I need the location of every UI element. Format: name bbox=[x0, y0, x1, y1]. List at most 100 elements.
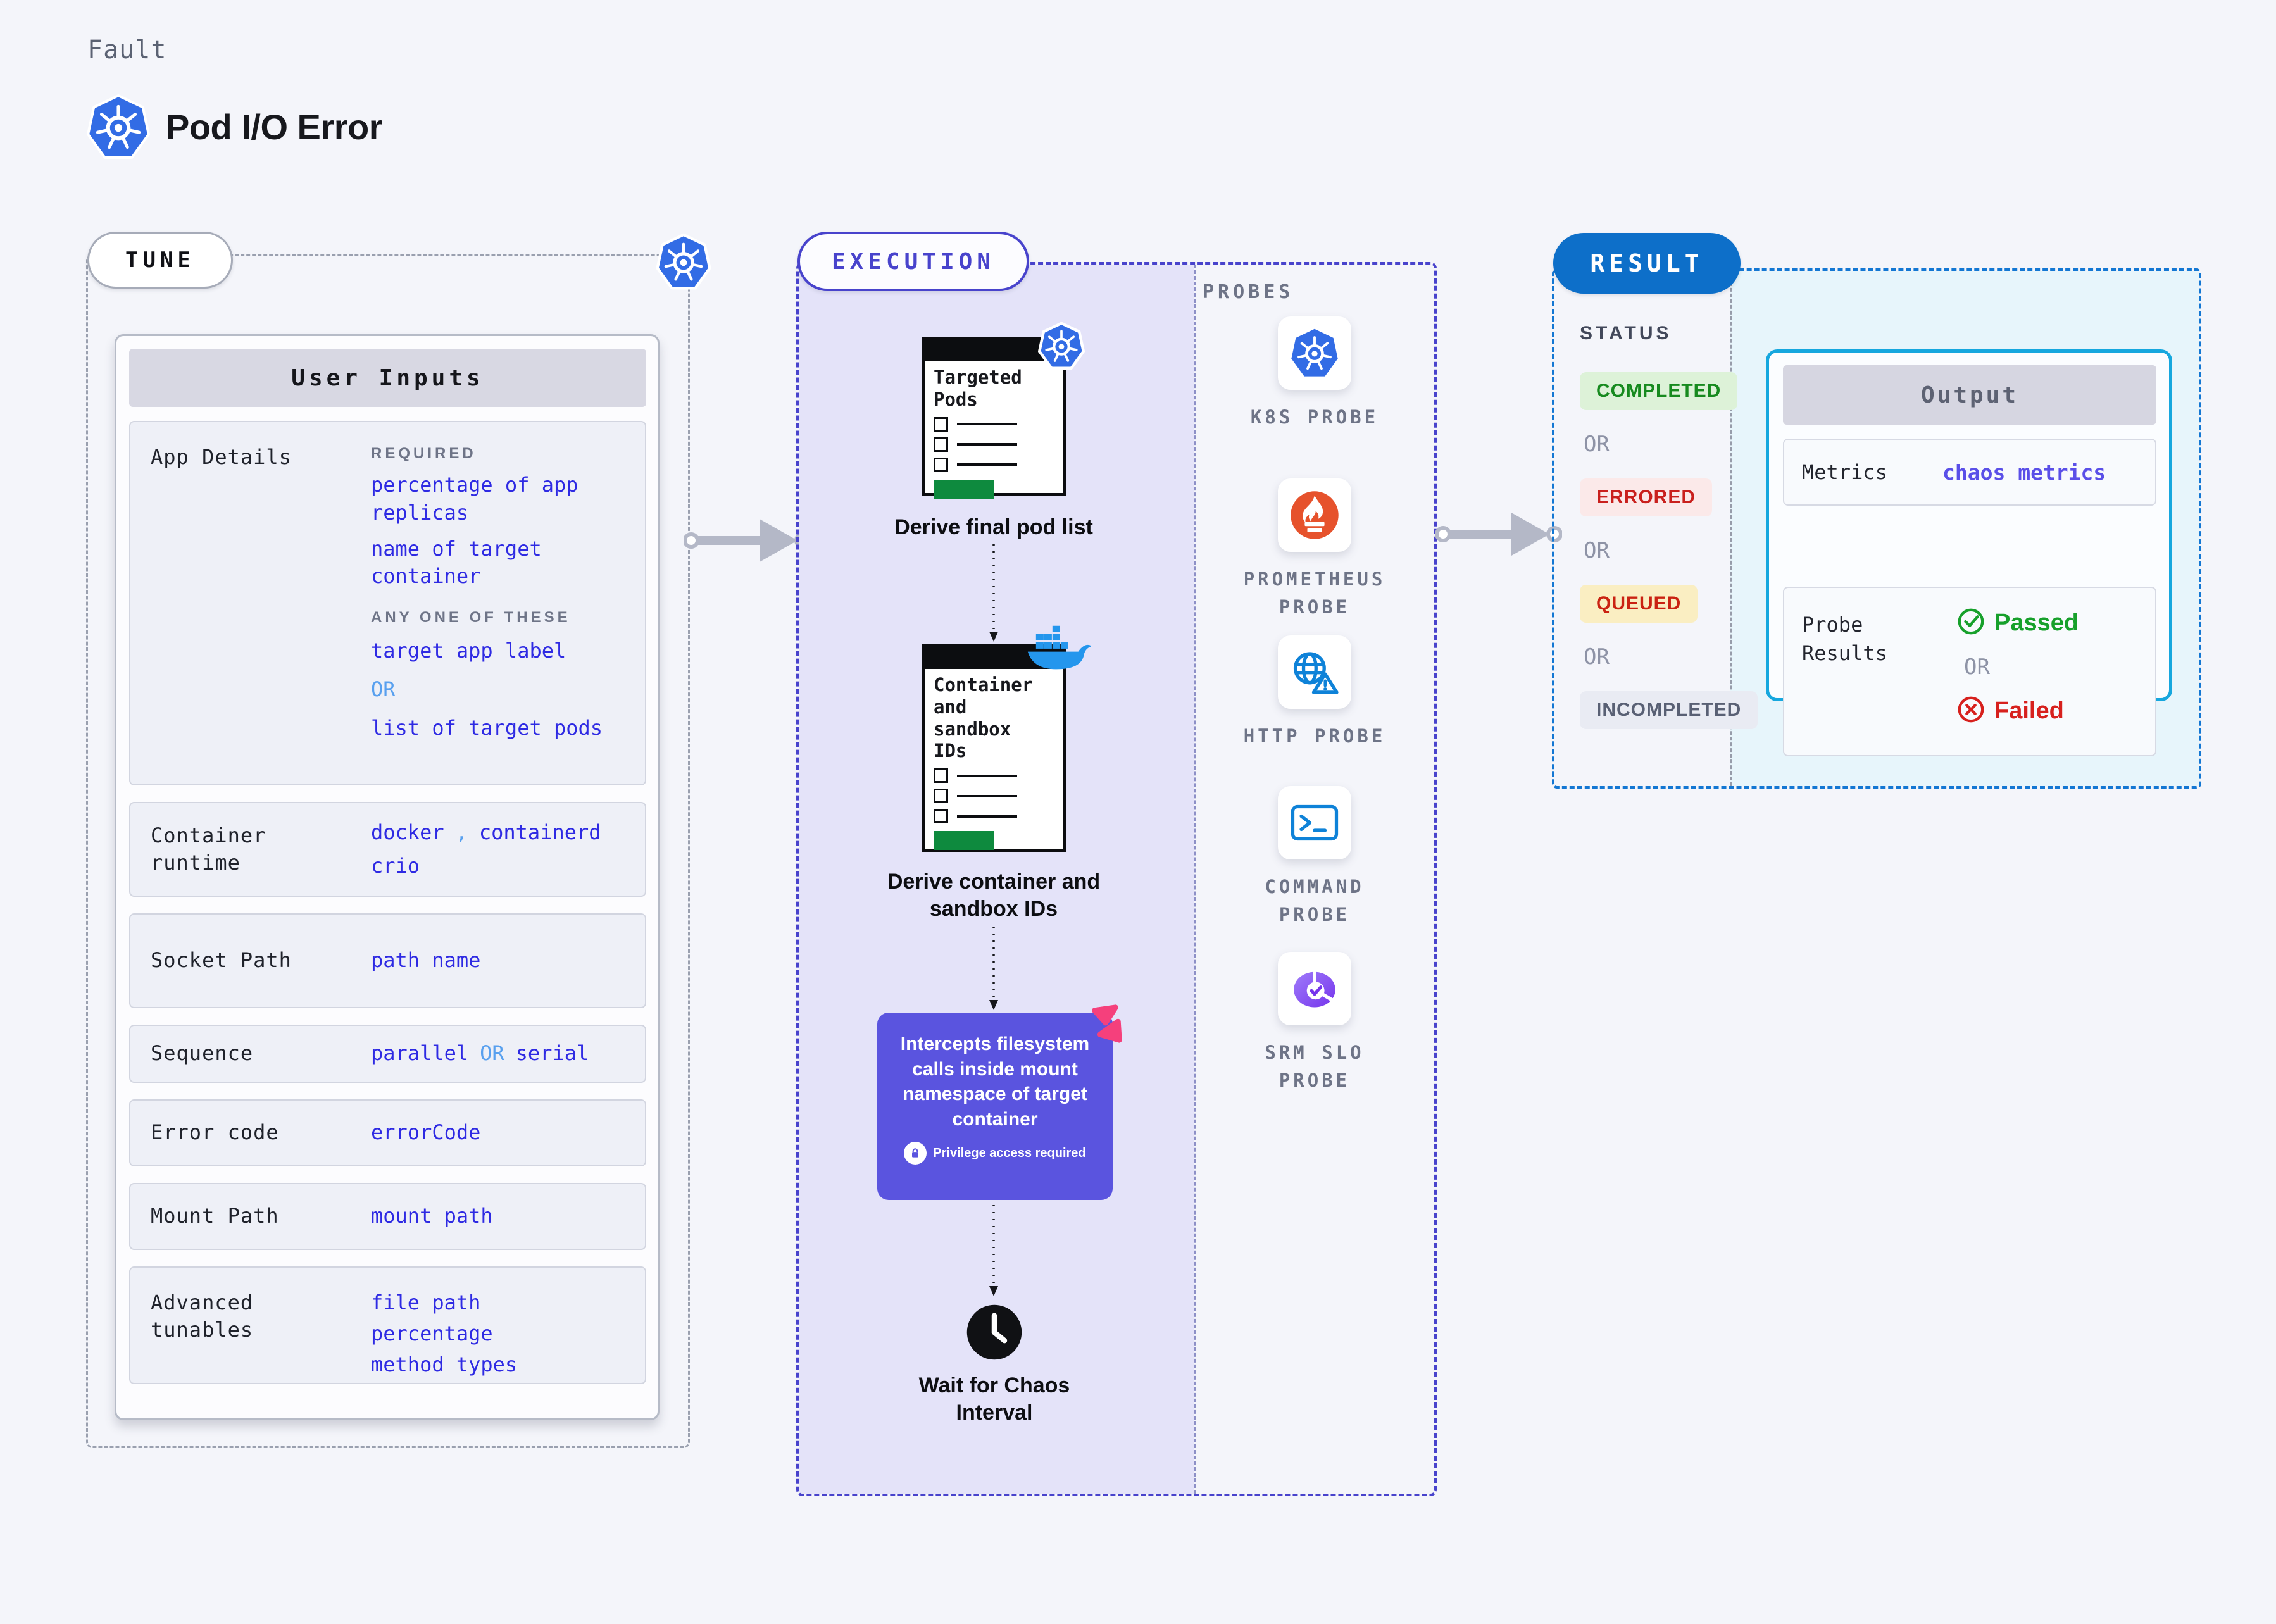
status-column: STATUS COMPLETED OR ERRORED OR QUEUED OR… bbox=[1580, 323, 1758, 729]
probe-results-values: Passed OR Failed bbox=[1956, 607, 2079, 727]
clock-icon bbox=[965, 1302, 1024, 1362]
metrics-row: Metrics chaos metrics bbox=[1783, 439, 2156, 506]
card-title: Targeted Pods bbox=[934, 366, 1022, 410]
checklist-item bbox=[934, 768, 1063, 784]
result-pill-label: RESULT bbox=[1590, 249, 1704, 277]
x-circle-icon bbox=[1956, 695, 1985, 727]
connector-arrow-execution-result bbox=[1435, 504, 1563, 565]
flow-arrow-down bbox=[989, 543, 999, 646]
comma-text: , bbox=[455, 820, 468, 844]
table-row-error-code: Error code errorCode bbox=[129, 1099, 646, 1166]
metrics-label: Metrics bbox=[1802, 459, 1887, 484]
or-text: OR bbox=[371, 677, 396, 701]
table-row-container-runtime: Container runtime docker , containerd cr… bbox=[129, 802, 646, 897]
execution-pill-label: EXECUTION bbox=[831, 248, 996, 275]
checklist-item bbox=[934, 457, 1063, 472]
row-values: mount path bbox=[371, 1202, 645, 1230]
probe-item-k8s: K8S PROBE bbox=[1226, 316, 1403, 432]
output-box: Output Metrics chaos metrics Probe Resul… bbox=[1766, 349, 2172, 756]
kubernetes-icon bbox=[1038, 322, 1085, 371]
user-inputs-title: User Inputs bbox=[291, 365, 484, 391]
fault-eyebrow: Fault bbox=[87, 35, 167, 65]
intercept-text: Intercepts filesystem calls inside mount… bbox=[900, 1034, 1090, 1130]
row-label: Error code bbox=[151, 1120, 279, 1145]
value-text: docker bbox=[371, 820, 444, 844]
probe-results-row: Probe Results Passed OR bbox=[1783, 587, 2156, 756]
status-badge: ERRORED bbox=[1580, 478, 1713, 516]
checklist-item bbox=[934, 437, 1063, 452]
kubernetes-icon bbox=[656, 233, 711, 291]
row-label: Container runtime bbox=[151, 823, 266, 875]
required-caption: REQUIRED bbox=[371, 445, 477, 462]
user-inputs-header: User Inputs bbox=[129, 349, 646, 407]
intercept-step-card: Intercepts filesystem calls inside mount… bbox=[877, 1013, 1113, 1200]
status-or: OR bbox=[1584, 538, 1610, 563]
page-title: Pod I/O Error bbox=[166, 107, 383, 147]
value-text: crio bbox=[371, 854, 420, 878]
row-label: Mount Path bbox=[151, 1204, 279, 1228]
passed-line: Passed bbox=[1956, 607, 2079, 639]
tune-pill-label: TUNE bbox=[125, 247, 195, 273]
value-text: method types bbox=[371, 1352, 518, 1377]
step-caption: Wait for Chaos Interval bbox=[918, 1373, 1070, 1425]
value-text: percentage bbox=[371, 1321, 493, 1346]
passed-text: Passed bbox=[1994, 609, 2079, 636]
step-caption: Derive final pod list bbox=[894, 515, 1093, 539]
probe-results-label: Probe Results bbox=[1802, 613, 1887, 665]
table-row-mount-path: Mount Path mount path bbox=[129, 1183, 646, 1250]
row-values: parallel OR serial bbox=[371, 1040, 645, 1067]
status-or: OR bbox=[1584, 432, 1610, 457]
docker-icon bbox=[1027, 624, 1092, 672]
value-text: serial bbox=[515, 1041, 589, 1066]
step-caption: Derive container and sandbox IDs bbox=[887, 870, 1101, 921]
row-values: REQUIRED percentage of app replicas name… bbox=[371, 422, 645, 761]
result-pill: RESULT bbox=[1553, 233, 1741, 294]
tune-pill: TUNE bbox=[87, 232, 233, 289]
probe-or: OR bbox=[1964, 654, 1990, 680]
globe-warning-icon bbox=[1278, 635, 1351, 709]
probe-item-http: HTTP PROBE bbox=[1226, 635, 1403, 751]
failed-text: Failed bbox=[1994, 697, 2064, 724]
privilege-note: Privilege access required bbox=[890, 1142, 1100, 1165]
metrics-value: chaos metrics bbox=[1942, 459, 2106, 485]
value-text: parallel bbox=[371, 1041, 469, 1066]
output-header: Output bbox=[1783, 365, 2156, 425]
row-values: errorCode bbox=[371, 1119, 645, 1146]
kubernetes-icon bbox=[1278, 316, 1351, 390]
checklist-item bbox=[934, 789, 1063, 804]
status-title: STATUS bbox=[1580, 323, 1672, 344]
value-text: target app label bbox=[371, 638, 566, 663]
terminal-icon bbox=[1278, 786, 1351, 859]
row-label: App Details bbox=[151, 445, 292, 469]
flow-arrow-down bbox=[989, 1204, 999, 1301]
value-text: mount path bbox=[371, 1204, 493, 1228]
check-circle-icon bbox=[1956, 607, 1985, 639]
connector-arrow-tune-execution bbox=[683, 510, 811, 571]
row-label: Sequence bbox=[151, 1041, 254, 1066]
checklist bbox=[925, 412, 1063, 472]
table-row-socket-path: Socket Path path name bbox=[129, 913, 646, 1008]
checklist bbox=[925, 763, 1063, 824]
kubernetes-icon bbox=[86, 94, 151, 161]
checklist-item bbox=[934, 809, 1063, 824]
value-text: containerd bbox=[478, 820, 601, 844]
probe-label: K8S PROBE bbox=[1250, 406, 1379, 428]
table-row-sequence: Sequence parallel OR serial bbox=[129, 1025, 646, 1083]
value-text: path name bbox=[371, 948, 481, 973]
value-text: percentage of app replicas bbox=[371, 473, 578, 525]
progress-bar bbox=[934, 479, 994, 499]
tune-section bbox=[86, 254, 690, 1448]
lock-icon bbox=[904, 1142, 927, 1165]
row-label: Advanced tunables bbox=[151, 1290, 254, 1342]
progress-bar bbox=[934, 831, 994, 851]
probes-divider bbox=[1194, 265, 1196, 1494]
failed-line: Failed bbox=[1956, 695, 2079, 727]
value-text: name of target container bbox=[371, 536, 542, 588]
row-values: file path percentage method types bbox=[371, 1268, 645, 1398]
probe-item-srm-slo: SRM SLO PROBE bbox=[1226, 952, 1403, 1094]
row-label: Socket Path bbox=[151, 948, 292, 973]
output-title: Output bbox=[1920, 382, 2019, 408]
probe-item-command: COMMAND PROBE bbox=[1226, 786, 1403, 928]
probes-title: PROBES bbox=[1203, 281, 1294, 303]
